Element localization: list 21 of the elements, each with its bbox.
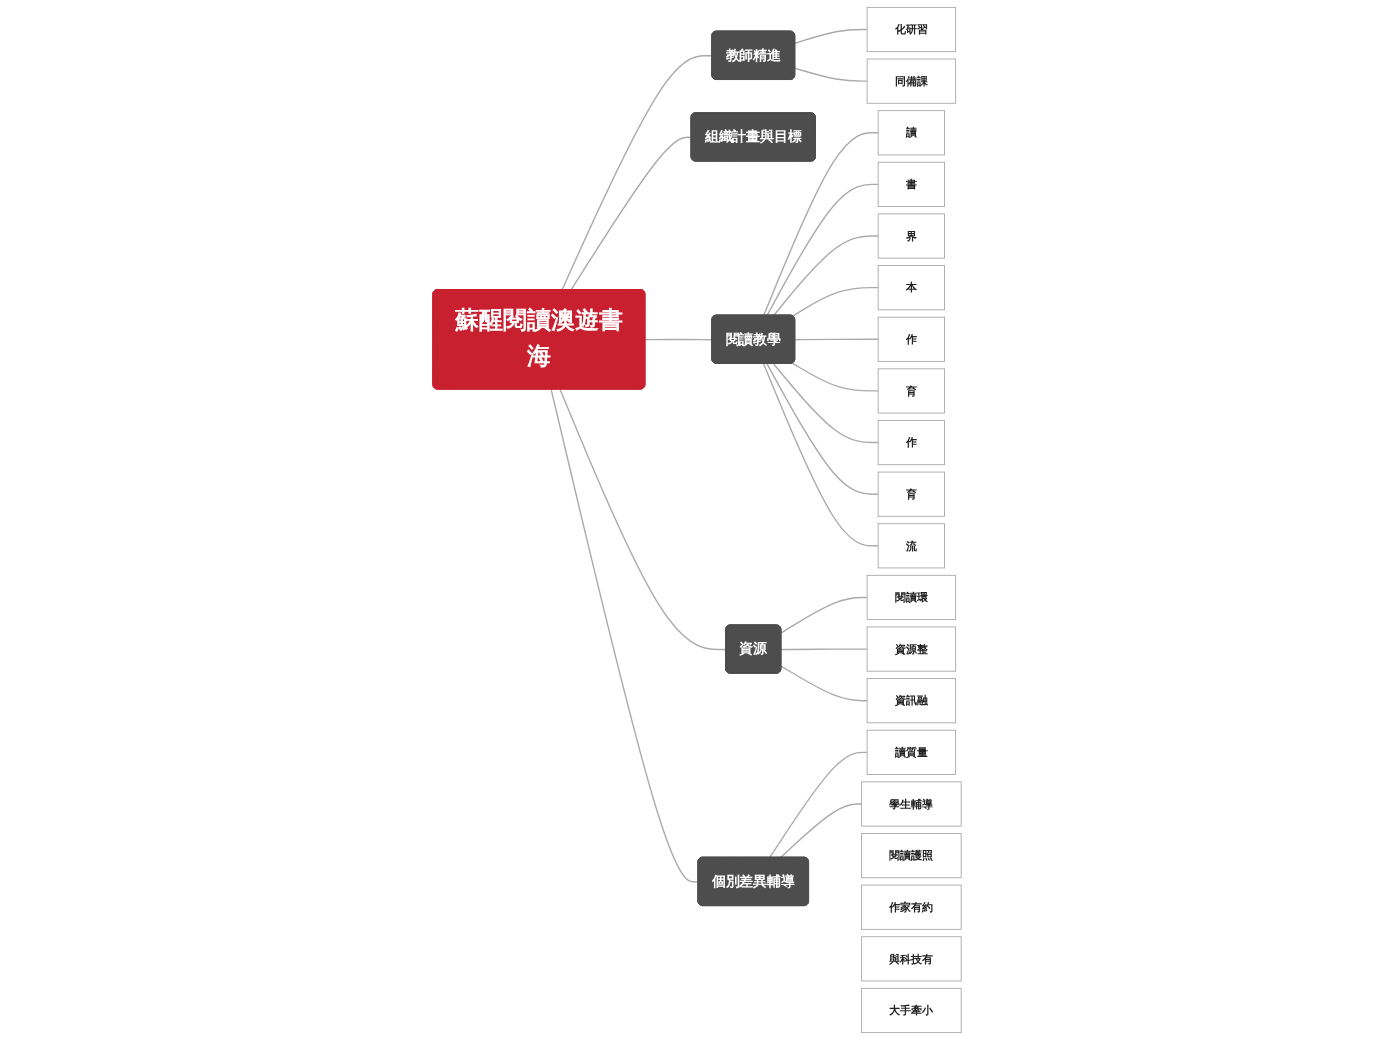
connector xyxy=(570,136,693,291)
connector xyxy=(561,55,713,291)
connector xyxy=(794,338,879,341)
connector xyxy=(779,803,863,859)
connector xyxy=(763,363,879,547)
connector xyxy=(780,665,868,702)
connector xyxy=(769,751,868,859)
connector xyxy=(559,388,727,651)
connector xyxy=(773,235,879,317)
connector xyxy=(766,183,879,317)
connector xyxy=(766,363,879,495)
connector xyxy=(550,388,700,883)
connector xyxy=(794,67,868,82)
connector xyxy=(794,28,868,44)
connector xyxy=(763,132,879,317)
connector xyxy=(792,362,879,392)
connector xyxy=(780,596,868,634)
connector xyxy=(780,648,868,651)
connector xyxy=(792,286,879,317)
connector xyxy=(644,338,713,341)
connector xyxy=(773,363,879,444)
